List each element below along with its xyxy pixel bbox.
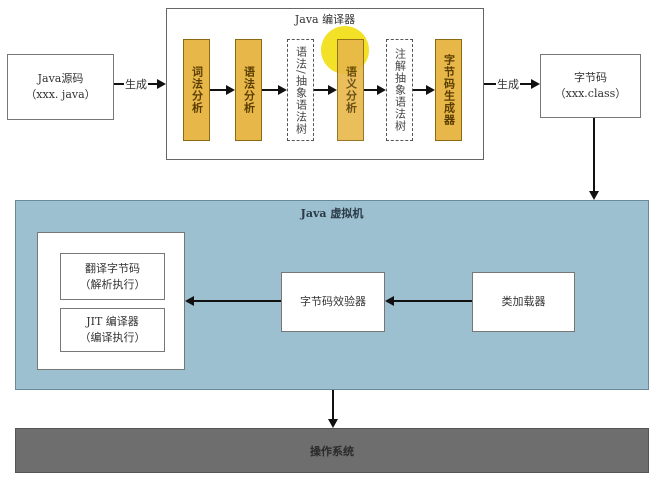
java-source-subtitle: （xxx. java） <box>25 88 96 101</box>
bytecode-box: 字节码 （xxx.class） <box>540 54 641 118</box>
java-source-title: Java源码 <box>37 72 84 85</box>
class-loader-box: 类加载器 <box>472 272 575 332</box>
stage-ast: 语法/抽象语法树 <box>287 39 314 141</box>
arrow-bytecode-to-jvm <box>593 118 595 192</box>
verifier-label: 字节码效验器 <box>300 295 366 308</box>
stage-syntax-analysis: 语法分析 <box>235 39 262 141</box>
jit-subtitle: （编译执行） <box>79 331 146 344</box>
class-loader-label: 类加载器 <box>501 295 546 308</box>
jit-compiler-box: JIT 编译器 （编译执行） <box>60 308 165 352</box>
arrowhead-icon <box>531 79 540 89</box>
arrowhead-icon <box>377 85 386 95</box>
arrow-4 <box>364 89 378 91</box>
arrow-1 <box>210 89 227 91</box>
arrow-jvm-to-os <box>332 390 334 420</box>
arrow-3 <box>314 89 329 91</box>
arrowhead-icon <box>328 419 338 428</box>
interpreter-title: 翻译字节码 <box>85 261 140 275</box>
bytecode-title: 字节码 <box>574 71 607 84</box>
arrowhead-icon <box>278 85 287 95</box>
java-compiler-box <box>166 8 484 160</box>
stage-bytecode-generator: 字节码生成器 <box>435 39 462 141</box>
arrowhead-icon <box>426 85 435 95</box>
arrow-loader-to-verifier <box>394 300 472 302</box>
arrowhead-icon <box>589 191 599 200</box>
jvm-title: Java 虚拟机 <box>300 207 364 220</box>
os-label: 操作系统 <box>310 444 354 458</box>
arrowhead-icon <box>185 296 194 306</box>
arrow-2 <box>262 89 279 91</box>
arrow-5 <box>413 89 427 91</box>
interpreter-box: 翻译字节码 （解析执行） <box>60 253 165 300</box>
compiler-title: Java 编译器 <box>294 13 356 26</box>
os-box: 操作系统 <box>15 428 649 473</box>
java-source-box: Java源码 （xxx. java） <box>7 54 114 120</box>
arrowhead-icon <box>157 79 166 89</box>
interpreter-subtitle: （解析执行） <box>79 277 146 291</box>
stage-annotated-ast: 注解抽象语法树 <box>386 39 413 141</box>
arrow-verifier-to-engine <box>194 300 281 302</box>
generate-label: 生成 <box>124 76 148 92</box>
arrowhead-icon <box>226 85 235 95</box>
jit-title: JIT 编译器 <box>86 315 139 328</box>
arrowhead-icon <box>385 296 394 306</box>
bytecode-subtitle: （xxx.class） <box>554 87 627 100</box>
bytecode-verifier-box: 字节码效验器 <box>281 272 385 332</box>
arrowhead-icon <box>328 85 337 95</box>
stage-lexical-analysis: 词法分析 <box>183 39 210 141</box>
stage-semantic-analysis: 语义分析 <box>337 39 364 141</box>
generate-label: 生成 <box>496 76 520 92</box>
